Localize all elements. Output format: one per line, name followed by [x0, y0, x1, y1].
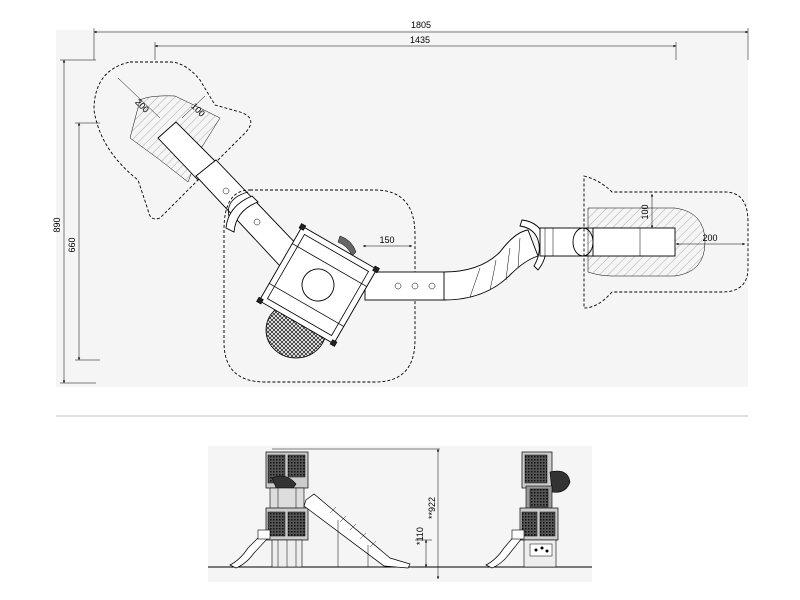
- curved-tube-slide: [443, 219, 596, 301]
- plan-view: 1805 1435 890 660: [52, 20, 749, 384]
- right-slide-exit-label: 200: [702, 233, 717, 243]
- elevation-height-a-label: *110: [415, 527, 425, 545]
- dimension-overall-depth-label: 890: [52, 217, 62, 232]
- central-tower: [256, 223, 380, 359]
- dimension-overall-depth: 890: [52, 59, 96, 384]
- tower-offset-dimension: 150: [363, 235, 412, 248]
- dimension-overall-width: 1805: [93, 20, 749, 60]
- dimension-inner-depth-label: 660: [67, 237, 77, 252]
- dimension-overall-width-label: 1805: [411, 20, 431, 30]
- left-slide: [157, 121, 301, 267]
- dimension-inner-depth: 660: [67, 122, 100, 361]
- right-slide-dimensions: 100 200: [640, 194, 745, 246]
- right-slide-width-label: 100: [640, 204, 650, 219]
- dimension-inner-width-label: 1435: [410, 35, 430, 45]
- side-elevation: [485, 451, 571, 569]
- right-slide-safety-zone: [583, 175, 749, 309]
- dimension-inner-width: 1435: [154, 35, 677, 60]
- elevation-height-b-label: **922: [427, 497, 437, 519]
- tower-offset-label: 150: [379, 235, 394, 245]
- tower-tunnel: [364, 271, 446, 301]
- front-elevation: *110 **922: [229, 448, 440, 579]
- tower-safety-zone: [223, 189, 416, 383]
